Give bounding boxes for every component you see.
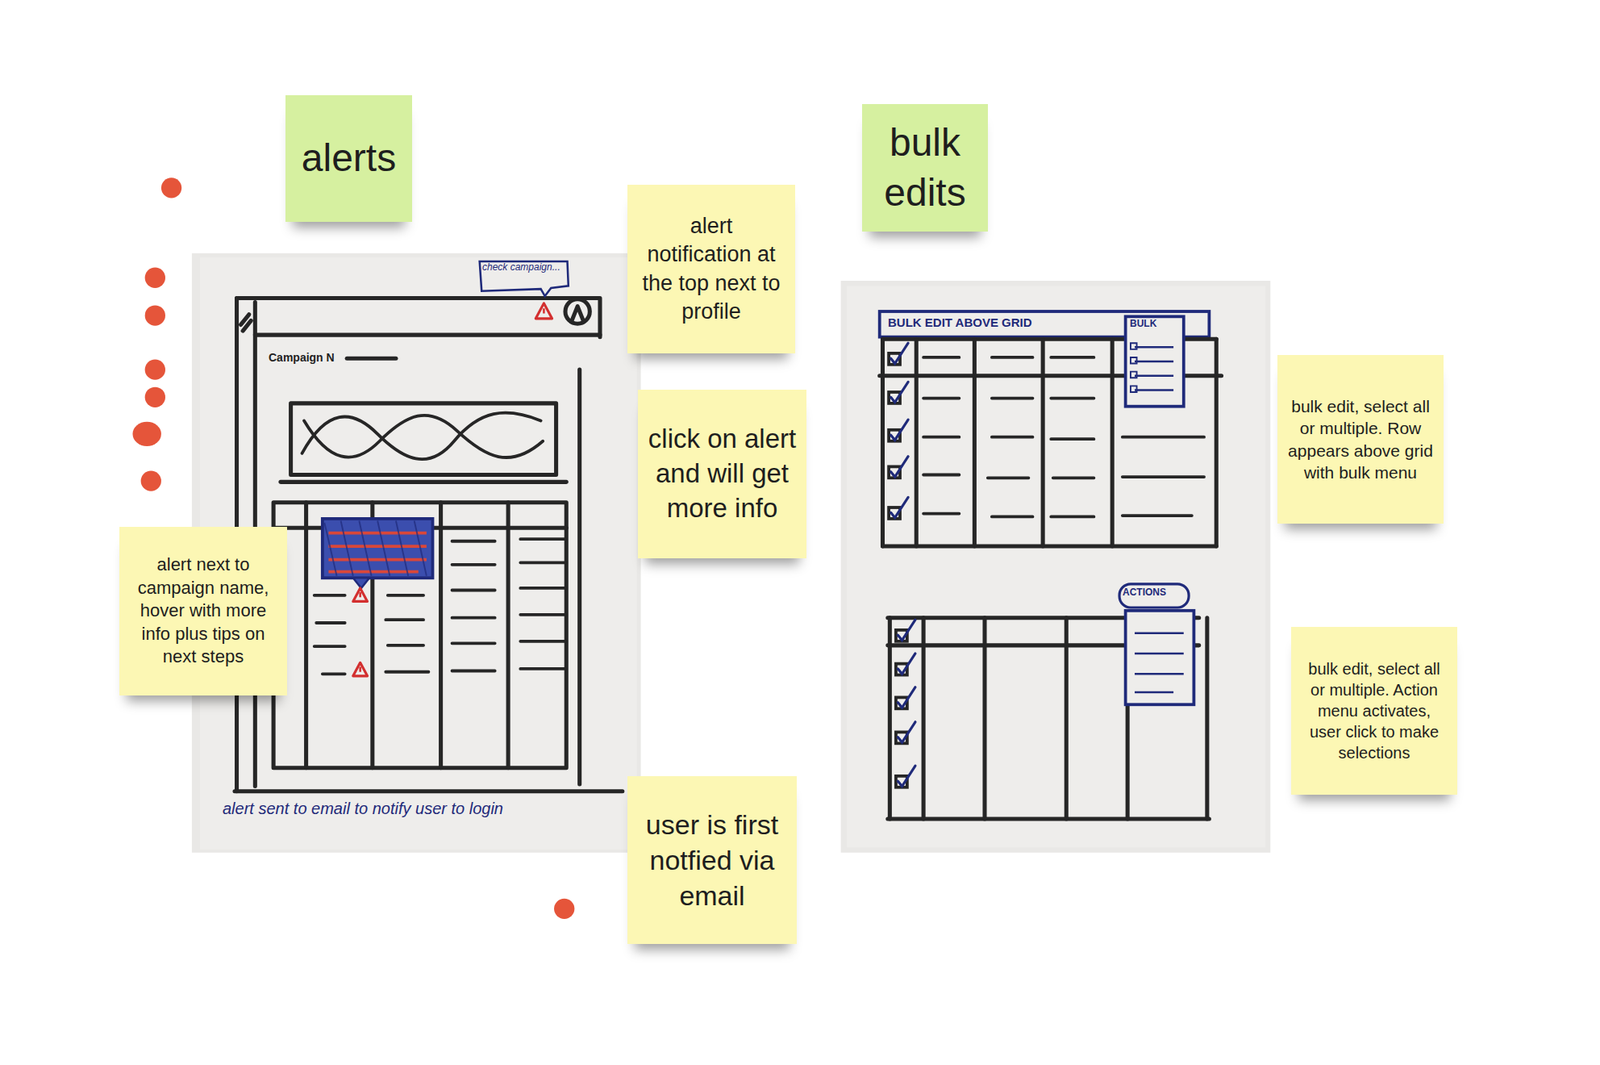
handwritten-label: BULK (1129, 318, 1181, 330)
sticky-note: alerts (285, 95, 413, 222)
sticky-note: alert next to campaign name, hover with … (119, 526, 288, 696)
handwritten-label: check campaign... (482, 262, 567, 274)
note-text: bulk edit, select all or multiple. Row a… (1287, 395, 1434, 484)
sticky-note: bulk edit, select all or multiple. Actio… (1291, 626, 1458, 795)
note-text: bulk edits (871, 117, 979, 219)
sticky-note: bulk edit, select all or multiple. Row a… (1277, 354, 1444, 524)
note-text: bulk edit, select all or multiple. Actio… (1300, 658, 1448, 763)
note-text: alerts (301, 133, 396, 184)
handwritten-label: Campaign N (268, 350, 350, 364)
bulk-edit-sketch (841, 280, 1271, 853)
handwritten-label: ACTIONS (1122, 587, 1186, 599)
note-text: alert notification at the top next to pr… (637, 212, 786, 325)
sticky-note: click on alert and will get more info (637, 389, 807, 559)
note-text: user is first notfied via email (637, 806, 788, 914)
note-text: alert next to campaign name, hover with … (129, 553, 278, 669)
sticky-note: user is first notfied via email (627, 775, 797, 944)
sticky-note: alert notification at the top next to pr… (627, 184, 796, 354)
handwritten-label: BULK EDIT ABOVE GRID (887, 315, 1121, 330)
note-text: click on alert and will get more info (647, 421, 797, 526)
sticky-note: bulk edits (862, 104, 988, 232)
handwritten-label: alert sent to email to notify user to lo… (222, 799, 603, 818)
